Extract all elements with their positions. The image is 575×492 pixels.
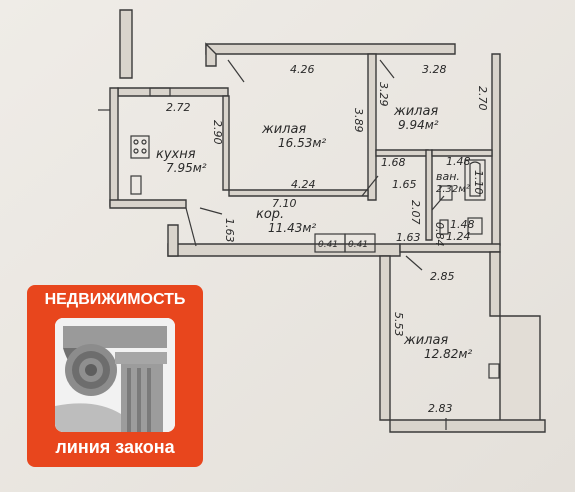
living-right-label: жилая [393, 104, 438, 119]
dim-label: 1.10 [472, 170, 485, 195]
dim-label: 0.84 [433, 222, 446, 247]
dim-label: 7.10 [272, 197, 297, 210]
bathroom-area: 2.32м² [436, 184, 470, 195]
dim-label: 0.41 [318, 240, 338, 250]
dim-label: 3.29 [377, 82, 390, 107]
thin-lines [98, 59, 500, 430]
agency-badge: НЕДВИЖИМОСТЬ линия закона [27, 285, 203, 467]
dim-label: 1.68 [381, 156, 406, 169]
dim-label: 2.72 [166, 101, 191, 114]
dim-label: 2.83 [428, 402, 453, 415]
dim-label: 0.41 [348, 240, 368, 250]
dim-label: 5.53 [392, 312, 405, 337]
corridor-label: кор. [256, 207, 284, 222]
living-right-area: 9.94м² [398, 118, 439, 132]
living-main-label: жилая [261, 122, 306, 137]
dim-label: 1.48 [450, 218, 475, 231]
column-capital-logo [55, 318, 175, 432]
dim-label: 2.70 [476, 86, 489, 111]
living-main-area: 16.53м² [278, 136, 326, 150]
dim-label: 2.85 [430, 270, 455, 283]
dim-label: 1.63 [223, 218, 236, 243]
corridor-area: 11.43м² [268, 221, 316, 235]
bathroom-label: ван. [436, 170, 460, 183]
living-bottom-area: 12.82м² [424, 347, 472, 361]
living-bottom-label: жилая [403, 333, 448, 348]
dim-label: 1.63 [396, 231, 421, 244]
kitchen-label: кухня [156, 147, 196, 162]
dim-label: 1.24 [446, 230, 471, 243]
dim-label: 3.28 [422, 63, 447, 76]
dim-label: 1.65 [392, 178, 417, 191]
dim-label: 4.26 [290, 63, 315, 76]
dimension-labels: 4.26 3.28 2.72 2.90 3.89 3.29 2.70 4.24 … [166, 63, 489, 415]
dim-label: 3.89 [352, 108, 365, 133]
walls [109, 9, 546, 433]
badge-subtitle: линия закона [55, 437, 175, 457]
dim-label: 1.48 [446, 155, 471, 168]
room-labels: жилая 16.53м² жилая 9.94м² кухня 7.95м² … [156, 104, 472, 361]
dim-label: 2.90 [211, 120, 224, 145]
kitchen-area: 7.95м² [166, 161, 207, 175]
badge-title: НЕДВИЖИМОСТЬ [44, 291, 186, 308]
ionic-column-icon [55, 318, 175, 432]
dim-label: 4.24 [291, 178, 316, 191]
dim-label: 2.07 [409, 200, 422, 225]
